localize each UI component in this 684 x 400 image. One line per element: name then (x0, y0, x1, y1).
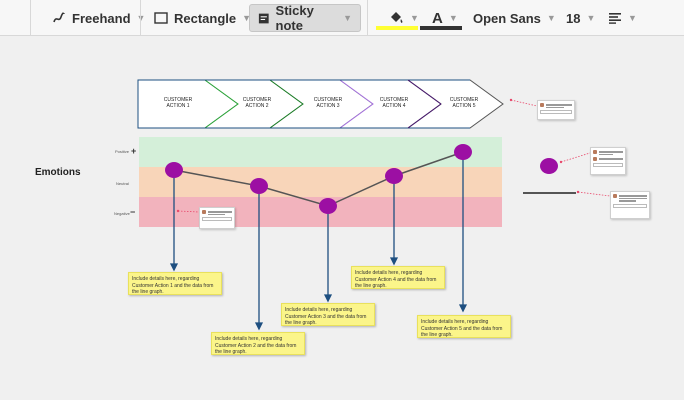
freehand-tool[interactable]: Freehand ▼ (44, 4, 153, 32)
chevron-1-line2: ACTION 1 (166, 103, 189, 109)
sticky-note-tool[interactable]: Sticky note ▼ (249, 3, 361, 33)
chevron-3-line2: ACTION 3 (316, 103, 339, 109)
comment-card[interactable] (590, 147, 626, 175)
chevron-2-line2: ACTION 2 (245, 103, 268, 109)
chevron-down-icon[interactable]: ▼ (448, 13, 458, 23)
chevron-4-line1: CUSTOMER (380, 97, 409, 103)
freehand-label: Freehand (72, 10, 131, 26)
fill-color-swatch (376, 26, 418, 30)
chevron-down-icon[interactable]: ▼ (586, 13, 596, 23)
chevron-1-line1: CUSTOMER (164, 97, 193, 103)
chevron-5-line2: ACTION 5 (452, 103, 475, 109)
comment-card[interactable] (199, 207, 235, 229)
text-color-swatch (420, 26, 462, 30)
sticky-note-action-5[interactable]: Include details here, regarding Customer… (417, 315, 511, 338)
comment-reply-input[interactable] (613, 203, 647, 208)
sticky-note-text: Include details here, regarding Customer… (215, 336, 297, 355)
toolbar: Freehand ▼ Rectangle ▼ Sticky note ▼ ▼ A… (0, 0, 684, 36)
connector-arrows (169, 152, 468, 331)
minus-icon: − (130, 207, 136, 217)
axis-positive-label: Positive (115, 149, 130, 154)
comment-reply-input[interactable] (593, 163, 623, 167)
toolbar-divider (140, 0, 141, 36)
text-align-button[interactable]: ▼ (600, 4, 645, 32)
chevron-down-icon[interactable]: ▼ (242, 13, 252, 23)
fill-color-button[interactable]: ▼ (380, 4, 427, 32)
avatar (593, 150, 597, 154)
comment-reply-input[interactable] (202, 217, 232, 221)
font-family-select[interactable]: Open Sans ▼ (465, 4, 564, 32)
comment-card[interactable] (537, 100, 575, 120)
font-family-value: Open Sans (473, 10, 541, 26)
sticky-note-action-1[interactable]: Include details here, regarding Customer… (128, 272, 222, 295)
chevron-5-line1: CUSTOMER (450, 97, 479, 103)
sticky-note-action-2[interactable]: Include details here, regarding Customer… (211, 332, 305, 355)
avatar (593, 157, 597, 161)
plus-icon: + (131, 146, 137, 156)
paint-bucket-icon (391, 12, 403, 23)
band-positive (139, 137, 502, 167)
axis-neutral-label: Neutral (116, 181, 129, 186)
sticky-note-text: Include details here, regarding Customer… (132, 276, 214, 295)
emotion-point-2[interactable] (250, 178, 268, 194)
emotion-point-5[interactable] (454, 144, 472, 160)
avatar (202, 210, 206, 214)
toolbar-divider (30, 0, 31, 36)
emotion-point-4[interactable] (385, 168, 403, 184)
sticky-note-text: Include details here, regarding Customer… (421, 319, 503, 338)
sticky-note-action-3[interactable]: Include details here, regarding Customer… (281, 303, 375, 326)
sticky-note-action-4[interactable]: Include details here, regarding Customer… (351, 266, 445, 289)
rectangle-icon (154, 12, 168, 24)
rectangle-tool[interactable]: Rectangle ▼ (146, 4, 259, 32)
text-color-icon: A (432, 9, 443, 27)
chevron-2-line1: CUSTOMER (243, 97, 272, 103)
rectangle-label: Rectangle (174, 10, 237, 26)
freehand-icon (53, 12, 65, 23)
chevron-down-icon[interactable]: ▼ (628, 13, 637, 23)
comment-card[interactable] (610, 191, 650, 219)
avatar (540, 103, 544, 107)
toolbar-divider (367, 0, 368, 36)
avatar (613, 194, 617, 198)
emotion-point-1[interactable] (165, 162, 183, 178)
chevron-down-icon[interactable]: ▼ (343, 13, 352, 23)
sticky-note-label: Sticky note (275, 3, 314, 33)
emotions-row-label: Emotions (35, 167, 81, 178)
align-left-icon (609, 13, 621, 24)
whiteboard-canvas[interactable]: CUSTOMER ACTION 1 CUSTOMER ACTION 2 CUST… (0, 36, 684, 400)
text-color-button[interactable]: A ▼ (424, 4, 466, 32)
comment-pointers (177, 99, 611, 213)
chevron-down-icon[interactable]: ▼ (410, 13, 419, 23)
legend-point-sample[interactable] (540, 158, 558, 174)
sticky-note-text: Include details here, regarding Customer… (285, 307, 367, 326)
font-size-select[interactable]: 18 ▼ (558, 4, 603, 32)
customer-actions-chevrons (137, 79, 504, 129)
sticky-note-icon (258, 13, 269, 23)
chevron-3-line1: CUSTOMER (314, 97, 343, 103)
axis-negative-label: Negative (114, 211, 130, 216)
font-size-value: 18 (566, 10, 581, 26)
band-neutral (139, 167, 502, 197)
emotion-point-3[interactable] (319, 198, 337, 214)
chevron-down-icon[interactable]: ▼ (546, 13, 556, 23)
comment-reply-input[interactable] (540, 110, 572, 114)
chevron-4-line2: ACTION 4 (382, 103, 405, 109)
sticky-note-text: Include details here, regarding Customer… (355, 270, 437, 289)
